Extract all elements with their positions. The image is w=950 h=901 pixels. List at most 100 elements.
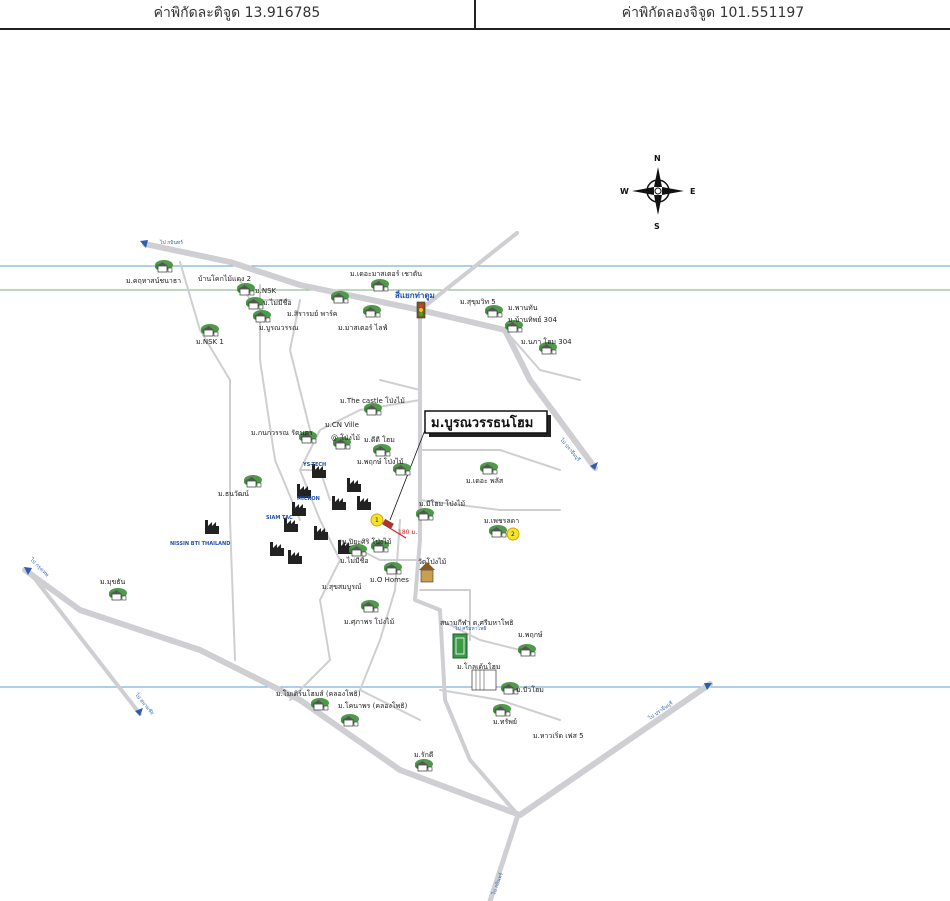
place-label: ม.เพชรลดา xyxy=(484,517,519,525)
house-icon xyxy=(484,304,504,318)
house-icon xyxy=(340,713,360,727)
arrow-to-bangkok xyxy=(24,567,32,575)
junction-traffic-light xyxy=(416,301,426,319)
dir-sanamchai: ไป สนามชัย xyxy=(133,691,156,716)
compass-north: N xyxy=(654,154,661,163)
place-label: ม.โมเดิร์นโฮมส์ (คลองโพธิ) xyxy=(276,689,361,698)
house-icon xyxy=(488,524,508,538)
compass-east: E xyxy=(690,187,695,196)
place-label: ม.ปิยะศิริ โป่งไม้ xyxy=(342,537,391,546)
place-label: ม.นภา โฮม 304 xyxy=(521,337,572,346)
marker-2: 2 xyxy=(511,531,515,538)
place-label: ม.สุขุมวิท 5 xyxy=(460,298,496,306)
main-callout: ม.บูรณวรรธนโฮม xyxy=(389,410,551,521)
place-label: ม.รักดี xyxy=(414,751,433,759)
place-label: ม.สิรารมย์ พาร์ค xyxy=(287,310,338,318)
place-label: ม.คฤหาสน์ชนาธา xyxy=(126,277,181,285)
factory-icon xyxy=(205,520,219,534)
house-icon xyxy=(479,461,499,475)
place-label: ม.มีโฮม โป่งไม้ xyxy=(419,499,465,508)
direction-arrows xyxy=(24,240,712,716)
compass-south: S xyxy=(654,222,660,231)
factory-icon xyxy=(357,496,371,510)
house-icon xyxy=(310,697,330,711)
place-label: ม.หาวเริ่ด เฟส 5 xyxy=(533,731,584,740)
place-label: ม.O Homes xyxy=(370,576,409,584)
house-icon xyxy=(415,507,435,521)
place-label: ม.บูรณวรรณ xyxy=(259,324,299,332)
marker-1: 1 xyxy=(375,517,379,524)
house-icon xyxy=(517,643,537,657)
arrow-to-prachin xyxy=(590,462,598,470)
factory-icon xyxy=(270,542,284,556)
roads xyxy=(22,231,713,901)
factory-icon xyxy=(314,526,328,540)
house-icon xyxy=(243,474,263,488)
place-label: ม.สุขสมบูรณ์ xyxy=(322,583,362,591)
stadium-icon xyxy=(452,633,468,659)
place-label: ม.พฤกษ์ โป่งไม้ xyxy=(357,457,404,466)
dir-kabin-top: ไป กบินทร์ xyxy=(159,239,183,246)
place-label: ม.ไม่มีชื่อ xyxy=(263,298,292,307)
house-icon xyxy=(492,703,512,717)
junction-label: สี่แยกท่าตูม xyxy=(395,289,435,301)
place-label: ม.มาสเตอร์ ไลฟ์ xyxy=(338,323,388,332)
factory-icon xyxy=(288,550,302,564)
house-icon xyxy=(330,290,350,304)
house-icon xyxy=(154,259,174,273)
factory-icon xyxy=(292,502,306,516)
house-icon xyxy=(414,758,434,772)
place-label: ม.ดีดี โฮม xyxy=(364,435,395,444)
place-label: วัดโป่งไม้ xyxy=(418,557,446,566)
latitude-text: ค่าพิกัดละติจูด 13.916785 xyxy=(153,5,321,21)
place-label: ม.โกลเด้นโฮม xyxy=(457,662,501,671)
house-icon xyxy=(245,296,265,310)
temple-icon xyxy=(419,562,435,583)
coordinate-header: ค่าพิกัดละติจูด 13.916785 ค่าพิกัดลองจิจ… xyxy=(0,0,950,30)
place-label: ม.ทรัพย์ xyxy=(493,718,517,726)
place-label: ม.The castle โป่งไม้ xyxy=(340,396,405,405)
longitude-cell: ค่าพิกัดลองจิจูด 101.551197 xyxy=(476,0,950,28)
house-icon xyxy=(362,304,382,318)
place-label: ม.บีวโฮม xyxy=(516,685,544,694)
factory-icon xyxy=(347,478,361,492)
house-icon xyxy=(372,443,392,457)
place-label: ม.พานทัน xyxy=(508,304,538,312)
house-icon xyxy=(360,599,380,613)
factory-nissin: NISSIN BTI THAILAND xyxy=(170,541,230,547)
place-labels: ม.คฤหาสน์ชนาธา บ้านโคกไม้แดง 2 ม.NSK ม.ไ… xyxy=(100,270,584,759)
place-label: ม.ศุภาพร โป่งไม้ xyxy=(344,617,394,626)
place-label: @ โป่งไม้ xyxy=(331,433,360,442)
latitude-cell: ค่าพิกัดละติจูด 13.916785 xyxy=(0,0,476,28)
compass-west: W xyxy=(620,187,629,196)
place-label: ม.พฤกษ์ xyxy=(518,631,543,639)
factory-ys: YS-TECH xyxy=(302,462,326,468)
place-label: ม.กนกวรรณ รัตนคร xyxy=(251,429,313,437)
house-icon xyxy=(383,561,403,575)
place-label: สนามกีฬา ต.ศรีมหาโพธิ xyxy=(440,618,514,627)
place-label: บ้านโคกไม้แดง 2 xyxy=(198,274,251,283)
housing-plot xyxy=(471,669,497,691)
place-label: ม.NSK xyxy=(255,287,277,295)
main-project-label: ม.บูรณวรรธนโฮม xyxy=(431,414,533,431)
dir-kabin-left: ไป กบินทร์ xyxy=(490,871,505,896)
factory-icon xyxy=(332,496,346,510)
project-location-marker xyxy=(382,518,407,539)
factory-siam: SIAM TAC xyxy=(266,515,293,521)
arrow-to-sanamchai xyxy=(135,708,143,716)
house-icon xyxy=(252,309,272,323)
place-label: ม.โคนาพร (คลองโพธิ) xyxy=(338,701,408,710)
arrow-to-prachin-bottom xyxy=(704,683,712,690)
factory-micron: MICRON xyxy=(297,496,320,502)
place-label: ม.มุขธัน xyxy=(100,578,126,586)
place-label: ม.NSK 1 xyxy=(196,338,224,346)
house-icon xyxy=(236,282,256,296)
place-label: ม.เดอะ พลัส xyxy=(466,477,504,485)
house-icon xyxy=(108,587,128,601)
house-icon xyxy=(200,323,220,337)
place-label: ม.บ้านทิพย์ 304 xyxy=(508,316,557,324)
place-label: ม.ธนวัฒน์ xyxy=(218,490,249,498)
arrow-to-kabin xyxy=(140,240,148,248)
longitude-text: ค่าพิกัดลองจิจูด 101.551197 xyxy=(621,5,805,21)
place-label: ม.เดอะมาสเตอร์ เชาตัน xyxy=(350,270,422,278)
